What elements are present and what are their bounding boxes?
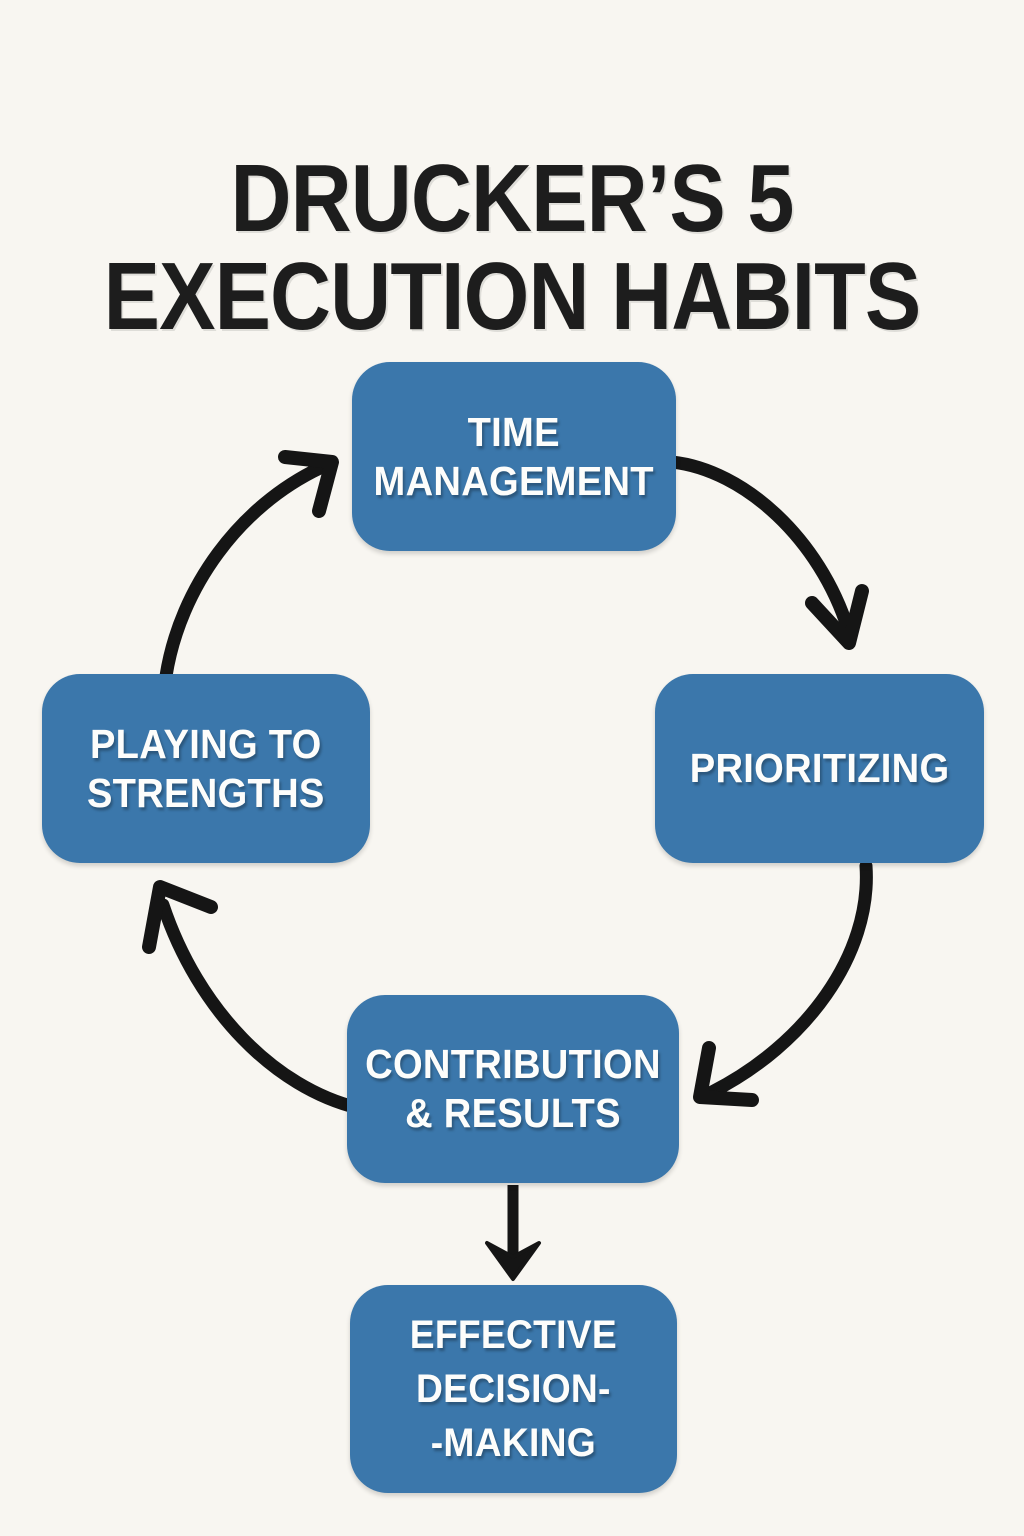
page-title-line-2: EXECUTION HABITS (103, 243, 922, 351)
arrow-time-management-to-prioritizing (665, 455, 869, 650)
page-title-line-1: DRUCKER’S 5 (230, 145, 794, 253)
node-contribution-results[interactable]: CONTRIBUTION & RESULTS (347, 995, 679, 1183)
node-label-prioritizing: PRIORITIZING (689, 745, 950, 791)
arrow-playing-to-strengths-to-time-management (159, 450, 339, 683)
node-label-playing-to-strengths: PLAYING TO STRENGTHS (87, 720, 325, 816)
node-label-time-management: TIME MANAGEMENT (373, 408, 655, 504)
page-title: DRUCKER’S 5 EXECUTION HABITS (61, 150, 962, 346)
node-prioritizing[interactable]: PRIORITIZING (655, 674, 984, 863)
node-time-management[interactable]: TIME MANAGEMENT (352, 362, 676, 551)
node-playing-to-strengths[interactable]: PLAYING TO STRENGTHS (42, 674, 370, 863)
node-label-contribution-results: CONTRIBUTION & RESULTS (365, 1041, 661, 1136)
node-label-effective-decision-making: EFFECTIVE DECISION- -MAKING (409, 1313, 618, 1465)
arrow-contribution-to-playing-to-strengths (142, 880, 365, 1115)
node-effective-decision-making[interactable]: EFFECTIVE DECISION- -MAKING (350, 1285, 677, 1493)
arrow-prioritizing-to-contribution (693, 859, 873, 1107)
arrow-contribution-to-decision-making (485, 1185, 541, 1281)
